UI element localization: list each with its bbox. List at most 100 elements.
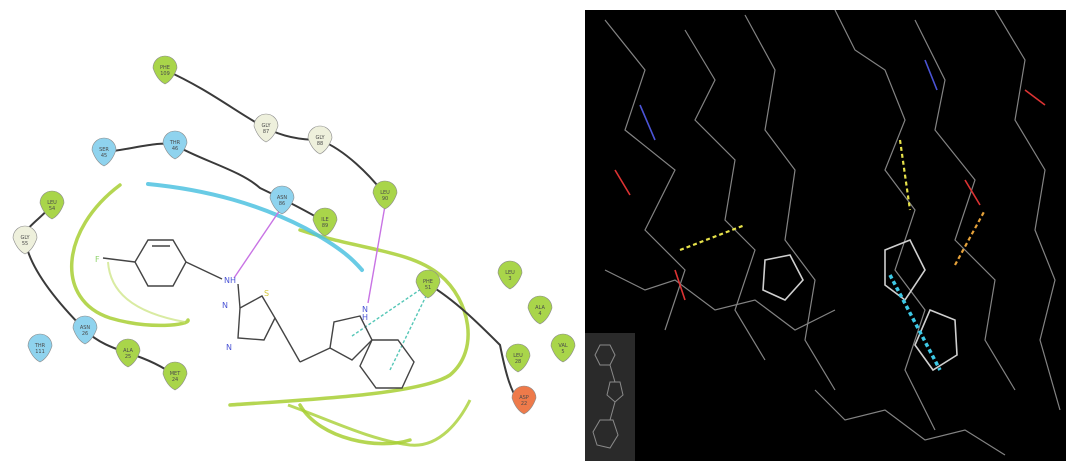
wireframe-3: [744, 14, 836, 391]
wireframe-7: [604, 269, 836, 331]
residue-number: 109: [160, 71, 170, 77]
residue-name: THR: [169, 140, 181, 146]
residue-bubble: [312, 207, 338, 237]
atom-fluorine: F: [95, 255, 100, 264]
residue-bubble: [162, 361, 188, 391]
thumbnail-ring-2: [606, 381, 624, 403]
wireframe-4: [834, 10, 936, 431]
bond-nh-thiadiazole: [237, 283, 241, 309]
residue-number: 86: [279, 201, 285, 207]
hbond-3d-yellow-2: [898, 139, 912, 211]
residue-number: 24: [172, 377, 178, 383]
residue-number: 111: [35, 349, 45, 355]
ligand: [102, 239, 415, 389]
residue-bubble: [550, 333, 576, 363]
residue-bubble: [91, 137, 117, 167]
residue-number: 4: [538, 311, 541, 317]
interactions: [233, 199, 429, 371]
residue-layer: PHE109GLY87GLY88SER45THR46LEU54GLY55ASN8…: [12, 55, 576, 415]
hbond-3d-yellow-1: [679, 223, 746, 252]
residue-bubble: [162, 130, 188, 160]
3d-binding-pose-view: [585, 10, 1066, 461]
residue-number: 26: [82, 331, 88, 337]
residue-name: ILE: [321, 217, 328, 223]
pipi-3d-cyan: [888, 274, 942, 371]
thumbnail-ring-3: [592, 419, 619, 449]
residue-bubble: [115, 338, 141, 368]
residue-name: ASN: [80, 325, 91, 331]
ligand-thumbnail: [585, 333, 635, 461]
residue-bubble: [511, 385, 537, 415]
interaction-diagram-canvas: F NH N N S N H PHE109GLY87GLY88SER45THR4…: [12, 55, 576, 447]
pipi-pyrrole-phe51: [351, 286, 425, 337]
residue-name: SER: [99, 147, 109, 153]
hbond-nh-asn86: [233, 206, 283, 279]
backbone-chain-right: [427, 283, 519, 401]
residue-bubble: [27, 333, 53, 363]
bond-thiadiazole-ch2: [274, 317, 301, 363]
wireframe-8: [814, 389, 1006, 456]
residue-number: 28: [515, 359, 521, 365]
indole-benzene-ring: [359, 339, 415, 389]
backbone-chain-top: [164, 69, 386, 196]
indole-pyrrole-ring: [329, 315, 373, 361]
residue-name: LEU: [47, 200, 57, 206]
thumbnail-bond-1: [609, 364, 616, 383]
residue-name: PHE: [423, 279, 433, 285]
hbond-3d-orange: [954, 209, 986, 266]
fluorophenyl-ring: [134, 239, 187, 287]
ligand-3d-ring-1: [762, 254, 804, 301]
3d-pose-canvas: [585, 10, 1066, 461]
residue-number: 88: [317, 141, 323, 147]
residue-name: ASN: [277, 195, 288, 201]
hbond-indole-gly88: [367, 199, 387, 304]
bond-ring-nh: [185, 261, 223, 280]
pipi-benzene-phe51: [389, 291, 429, 371]
bond-ch2-indole: [299, 347, 331, 363]
residue-name: LEU: [505, 270, 515, 276]
atom-nh: NH: [224, 276, 236, 285]
residue-number: 25: [125, 354, 131, 360]
residue-name: ALA: [535, 305, 545, 311]
residue-bubble: [72, 315, 98, 345]
atom-n1: N: [222, 301, 228, 310]
thiadiazole-ring: [237, 295, 276, 341]
wireframe-1: [604, 19, 686, 331]
pocket-green-inner-outline: [107, 261, 186, 323]
wireframe-6: [994, 10, 1061, 411]
oxygen-bond-4: [674, 269, 686, 301]
residue-bubble: [12, 225, 38, 255]
residue-number: 22: [521, 401, 527, 407]
heteroatoms: [614, 59, 1046, 301]
residue-number: 45: [101, 153, 107, 159]
oxygen-bond-3: [964, 179, 981, 206]
backbone-chain-middle: [103, 142, 326, 223]
residue-name: LEU: [380, 190, 390, 196]
pocket-green-lower-outline: [287, 399, 472, 447]
ligand-3d-ring-3: [914, 308, 958, 372]
residue-name: VAL: [558, 343, 568, 349]
ligand-3d-ring-2: [884, 238, 926, 302]
ligand-3d: [762, 238, 958, 372]
residue-number: 87: [263, 129, 269, 135]
residue-name: PHE: [160, 65, 170, 71]
thumbnail-bond-2: [609, 401, 616, 421]
residue-name: THR: [34, 343, 46, 349]
backbone-chains: [23, 69, 519, 401]
wireframe-5: [914, 19, 1016, 391]
residue-name: GLY: [261, 123, 271, 129]
residue-name: ALA: [123, 348, 133, 354]
